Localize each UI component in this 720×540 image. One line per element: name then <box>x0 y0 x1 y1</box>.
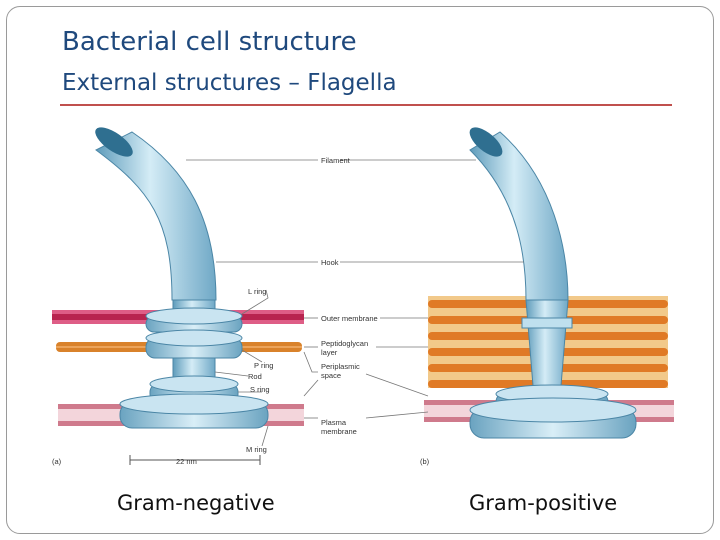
label-outer-membrane: Outer membrane <box>321 314 378 323</box>
label-p-ring: P ring <box>254 361 273 370</box>
flagellum-filament-a <box>95 131 217 301</box>
slide-frame <box>6 6 714 534</box>
label-plasma-1: Plasma <box>321 418 347 427</box>
label-peptidoglycan-1: Peptidoglycan <box>321 339 368 348</box>
callout-lines <box>186 159 524 447</box>
panel-b-label: (b) <box>420 457 430 466</box>
gram-negative-panel <box>52 127 304 465</box>
label-hook: Hook <box>321 258 339 267</box>
gram-positive-panel <box>424 127 674 439</box>
scale-bar-label: 22 nm <box>176 457 197 466</box>
caption-gram-positive: Gram-positive <box>469 491 618 515</box>
label-periplasmic-2: space <box>321 371 341 380</box>
label-s-ring: S ring <box>250 385 270 394</box>
rod-b <box>525 299 569 399</box>
slide-title: Bacterial cell structure <box>62 27 357 57</box>
flagellum-filament-b <box>469 131 569 301</box>
caption-gram-negative: Gram-negative <box>117 491 275 515</box>
slide-subtitle: External structures – Flagella <box>62 70 397 96</box>
label-peptidoglycan-2: layer <box>321 348 338 357</box>
title-underline <box>60 104 672 106</box>
label-filament: Filament <box>321 156 351 165</box>
label-plasma-2: membrane <box>321 427 357 436</box>
label-l-ring: L ring <box>248 287 266 296</box>
panel-a-label: (a) <box>52 457 62 466</box>
label-rod: Rod <box>248 372 262 381</box>
label-periplasmic-1: Periplasmic <box>321 362 360 371</box>
label-m-ring: M ring <box>246 445 267 454</box>
